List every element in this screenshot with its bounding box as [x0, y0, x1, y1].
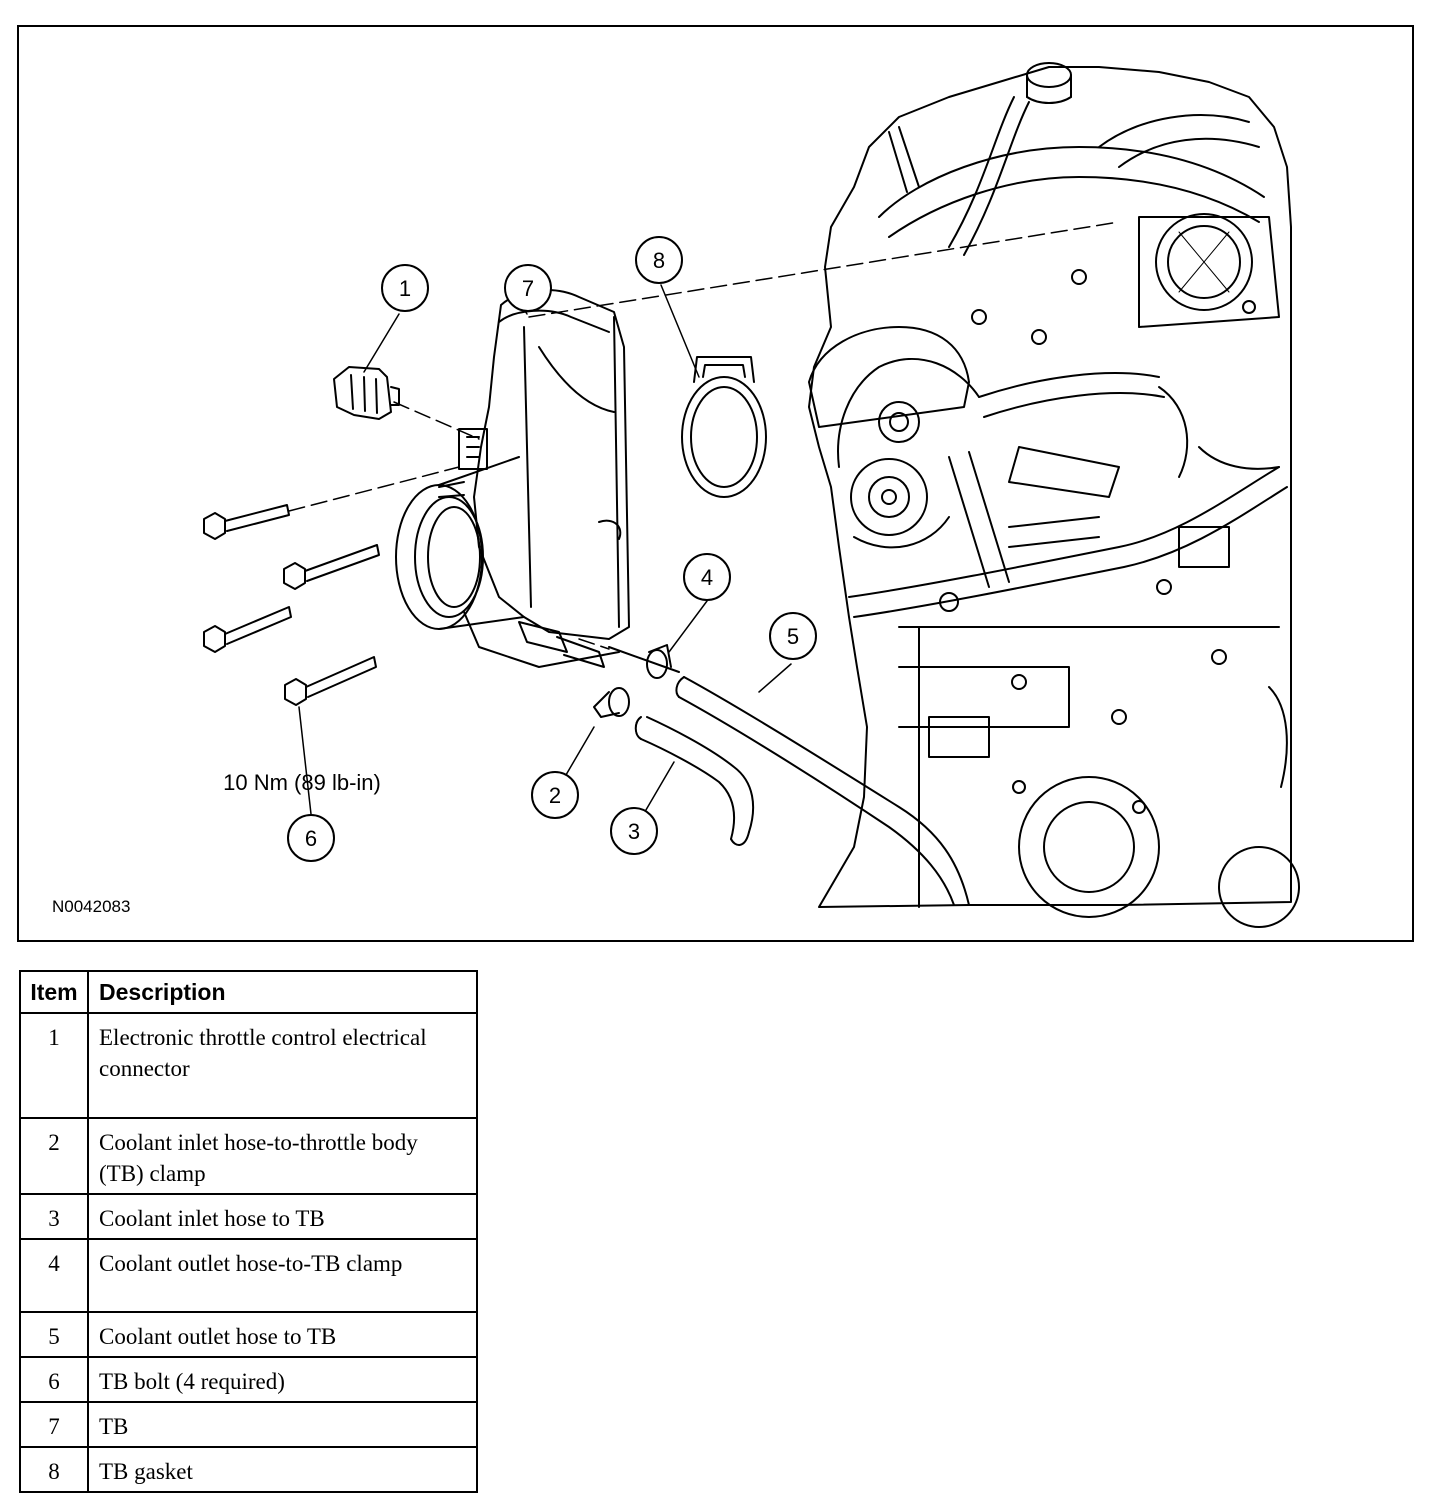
callout-2: 2	[531, 771, 579, 819]
callout-5: 5	[769, 612, 817, 660]
legend-item-description: Coolant outlet hose to TB	[87, 1311, 478, 1358]
callout-1: 1	[381, 264, 429, 312]
callout-6: 6	[287, 814, 335, 862]
legend-header-row: Item Description	[19, 970, 478, 1014]
svg-text:7: 7	[522, 276, 534, 301]
legend-item-number: 8	[19, 1446, 89, 1493]
callout-4: 4	[683, 553, 731, 601]
legend-row: 4 Coolant outlet hose-to-TB clamp	[19, 1238, 478, 1313]
torque-spec-label: 10 Nm (89 lb-in)	[223, 770, 381, 795]
bolt-1	[203, 504, 290, 540]
bolt-2	[283, 544, 380, 590]
svg-text:4: 4	[701, 565, 713, 590]
bolt-3	[203, 606, 292, 653]
connector-drawing	[333, 366, 400, 420]
svg-text:3: 3	[628, 819, 640, 844]
bolt-4	[284, 656, 377, 706]
callout-7: 7	[504, 264, 552, 312]
assembly-lines	[288, 221, 1120, 650]
coolant-hoses-drawing	[518, 621, 970, 906]
legend-row: 5 Coolant outlet hose to TB	[19, 1311, 478, 1358]
legend-item-number: 3	[19, 1193, 89, 1240]
diagram-frame: 1 2 3 4 5 6 7 8 10 Nm (89 lb-	[17, 25, 1414, 942]
callout-3: 3	[610, 807, 658, 855]
exploded-view-drawing: 1 2 3 4 5 6 7 8 10 Nm (89 lb-	[52, 62, 1300, 928]
svg-text:5: 5	[787, 624, 799, 649]
legend-item-number: 4	[19, 1238, 89, 1313]
bolts-drawing	[203, 504, 380, 706]
legend-item-description: TB	[87, 1401, 478, 1448]
legend-table: Item Description 1 Electronic throttle c…	[19, 970, 478, 1493]
legend-item-number: 2	[19, 1117, 89, 1195]
legend-row: 7 TB	[19, 1401, 478, 1448]
legend-item-description: Coolant outlet hose-to-TB clamp	[87, 1238, 478, 1313]
legend-header-description: Description	[87, 970, 478, 1014]
legend-row: 3 Coolant inlet hose to TB	[19, 1193, 478, 1240]
svg-text:2: 2	[549, 783, 561, 808]
legend-item-description: Coolant inlet hose-to-throttle body (TB)…	[87, 1117, 478, 1195]
svg-text:1: 1	[399, 276, 411, 301]
legend-item-description: Coolant inlet hose to TB	[87, 1193, 478, 1240]
legend-row: 8 TB gasket	[19, 1446, 478, 1493]
tb-gasket-drawing	[681, 356, 767, 498]
legend-header-item: Item	[19, 970, 89, 1014]
legend-item-number: 5	[19, 1311, 89, 1358]
legend-row: 6 TB bolt (4 required)	[19, 1356, 478, 1403]
figure-id-label: N0042083	[52, 897, 130, 916]
legend-item-number: 7	[19, 1401, 89, 1448]
legend-item-description: Electronic throttle control electrical c…	[87, 1012, 478, 1119]
engine-assembly-drawing	[808, 62, 1300, 928]
callout-8: 8	[635, 236, 683, 284]
legend-item-description: TB bolt (4 required)	[87, 1356, 478, 1403]
throttle-body-drawing	[395, 289, 630, 668]
legend-row: 2 Coolant inlet hose-to-throttle body (T…	[19, 1117, 478, 1195]
svg-text:6: 6	[305, 826, 317, 851]
legend-item-description: TB gasket	[87, 1446, 478, 1493]
legend-item-number: 1	[19, 1012, 89, 1119]
legend-row: 1 Electronic throttle control electrical…	[19, 1012, 478, 1119]
svg-text:8: 8	[653, 248, 665, 273]
legend-item-number: 6	[19, 1356, 89, 1403]
